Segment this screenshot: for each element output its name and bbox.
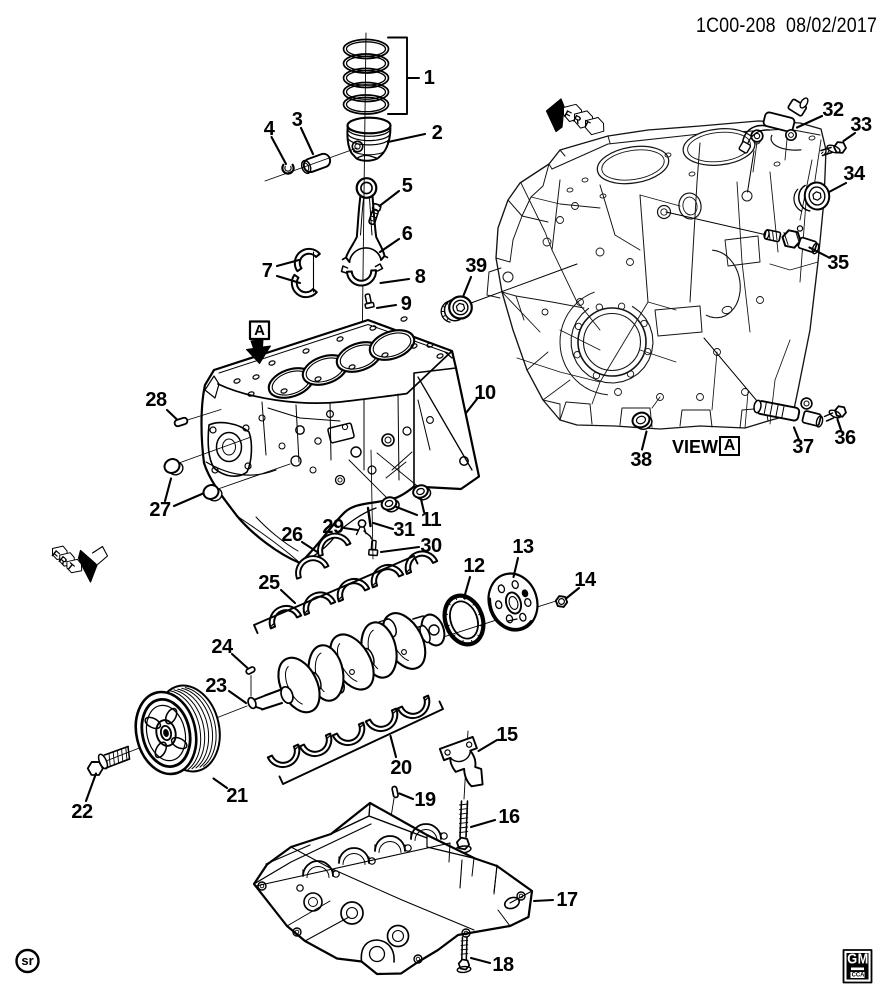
piston-pin-group: [264, 147, 358, 182]
callout-4: 4: [263, 118, 275, 140]
bearing-cap-group: [390, 730, 484, 854]
callout-8: 8: [414, 266, 426, 288]
callout-1: 1: [423, 67, 435, 89]
crankshaft-group: [105, 600, 557, 762]
callout-18: 18: [492, 954, 514, 976]
callout-23: 23: [205, 675, 227, 697]
callout-17: 17: [556, 889, 578, 911]
callout-36: 36: [834, 427, 856, 449]
callout-26: 26: [281, 524, 303, 546]
callout-31: 31: [393, 519, 415, 541]
callout-16: 16: [498, 806, 520, 828]
callout-14: 14: [574, 569, 596, 591]
corner-marks-group: [15, 948, 873, 984]
upper-bearings-group: [253, 532, 439, 634]
view-a-block-group: [470, 120, 827, 430]
callout-7: 7: [261, 260, 273, 282]
callout-6: 6: [401, 223, 413, 245]
detail-a-marker-letter: A: [254, 321, 265, 339]
pulley-group: [86, 684, 221, 776]
frt-arrows-group: [52, 98, 605, 583]
figure-title: 1C00-208 08/02/2017: [696, 13, 878, 37]
piston-rings-group: [342, 32, 420, 357]
view-a-label: VIEW: [672, 437, 719, 457]
callout-33: 33: [850, 114, 872, 136]
view-a-box-letter: A: [719, 436, 740, 456]
bedplate-group: [252, 801, 534, 976]
seal-and-reluctor-group: [442, 572, 569, 647]
illustrator-initials: sr: [21, 952, 34, 968]
callout-2: 2: [431, 122, 443, 144]
callout-27: 27: [149, 499, 171, 521]
callout-25: 25: [258, 572, 280, 594]
sensors-plugs-group: [440, 97, 847, 430]
callout-39: 39: [465, 255, 487, 277]
callout-22: 22: [71, 801, 93, 823]
callout-11: 11: [420, 509, 442, 531]
callout-34: 34: [843, 163, 865, 185]
callout-10: 10: [474, 382, 496, 404]
gm-logo-text: GM: [846, 951, 869, 968]
callout-9: 9: [400, 293, 412, 315]
leader-lines-group: [84, 114, 857, 965]
piston-group: [346, 116, 392, 162]
callout-35: 35: [827, 252, 849, 274]
callout-3: 3: [291, 109, 303, 131]
callout-38: 38: [630, 449, 652, 471]
callout-15: 15: [496, 724, 518, 746]
connecting-rod-group: [290, 177, 389, 310]
callout-19: 19: [414, 789, 436, 811]
callout-28: 28: [145, 389, 167, 411]
lower-bearings-group: [266, 694, 444, 785]
callout-29: 29: [322, 516, 344, 538]
callout-32: 32: [822, 99, 844, 121]
callout-13: 13: [512, 536, 534, 558]
callout-24: 24: [211, 636, 233, 658]
gm-logo-subtext: CCA: [851, 971, 864, 979]
callout-12: 12: [463, 555, 485, 577]
callout-30: 30: [420, 535, 442, 557]
callout-5: 5: [401, 175, 413, 197]
callout-37: 37: [792, 436, 814, 458]
callout-20: 20: [390, 757, 412, 779]
callout-21: 21: [226, 785, 248, 807]
